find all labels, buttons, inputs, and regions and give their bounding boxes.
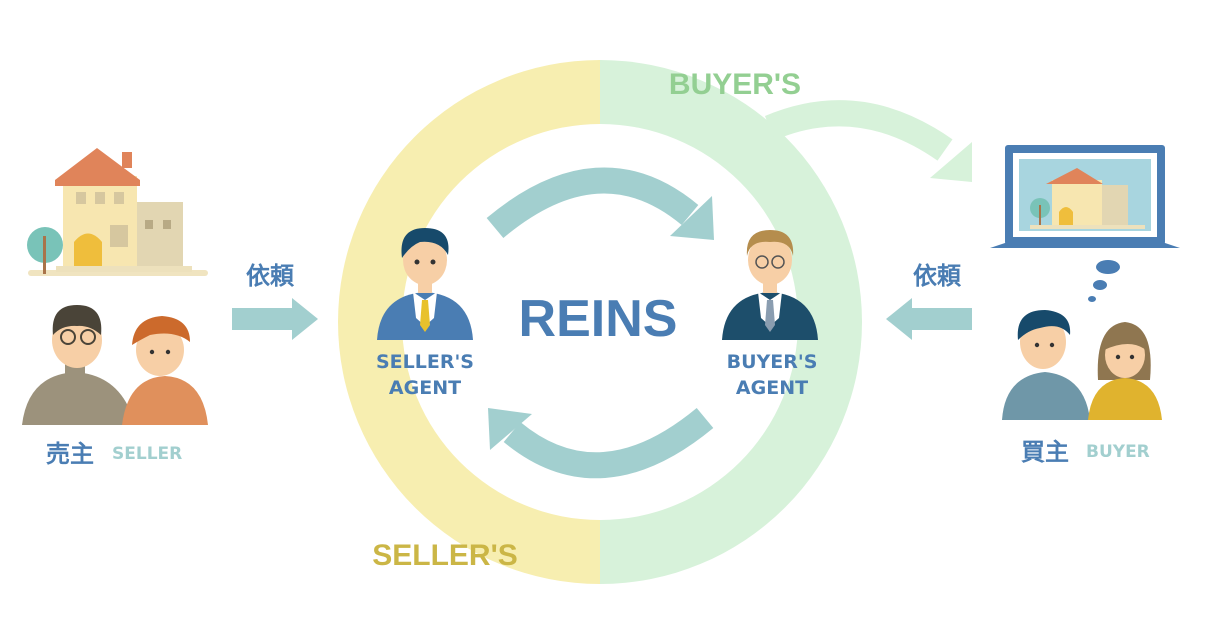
- cycle-arrow-bottom-icon: [488, 407, 714, 479]
- buyers-curved-arrow-icon: [764, 100, 972, 182]
- seller-request-label: 依頼: [246, 262, 295, 290]
- sellers-ring-label: SELLER'S: [372, 539, 518, 572]
- seller-jp-label: 売主: [46, 440, 94, 468]
- buyer-en-label: BUYER: [1086, 442, 1150, 462]
- buyer-couple-icon: [1002, 310, 1162, 420]
- buyer-request-arrow-icon: [886, 298, 972, 340]
- buyer-request-label: 依頼: [913, 262, 962, 290]
- buyers-agent-label-2: AGENT: [736, 377, 808, 399]
- seller-request-arrow-icon: [232, 298, 318, 340]
- buyers-agent-label-1: BUYER'S: [727, 351, 818, 373]
- thought-bubble-icon: [1088, 260, 1120, 302]
- buyer-jp-label: 買主: [1021, 438, 1069, 466]
- buyers-ring-label: BUYER'S: [669, 68, 801, 101]
- sellers-agent-label-2: AGENT: [389, 377, 461, 399]
- seller-en-label: SELLER: [112, 444, 182, 464]
- seller-couple-icon: [22, 305, 208, 425]
- cycle-arrow-top-icon: [486, 167, 714, 240]
- buyers-agent-icon: [722, 230, 818, 340]
- laptop-listing-icon: [990, 145, 1180, 248]
- reins-label: REINS: [519, 290, 678, 348]
- sellers-agent-icon: [377, 228, 473, 340]
- seller-house-icon: [27, 148, 208, 276]
- sellers-agent-label-1: SELLER'S: [376, 351, 474, 373]
